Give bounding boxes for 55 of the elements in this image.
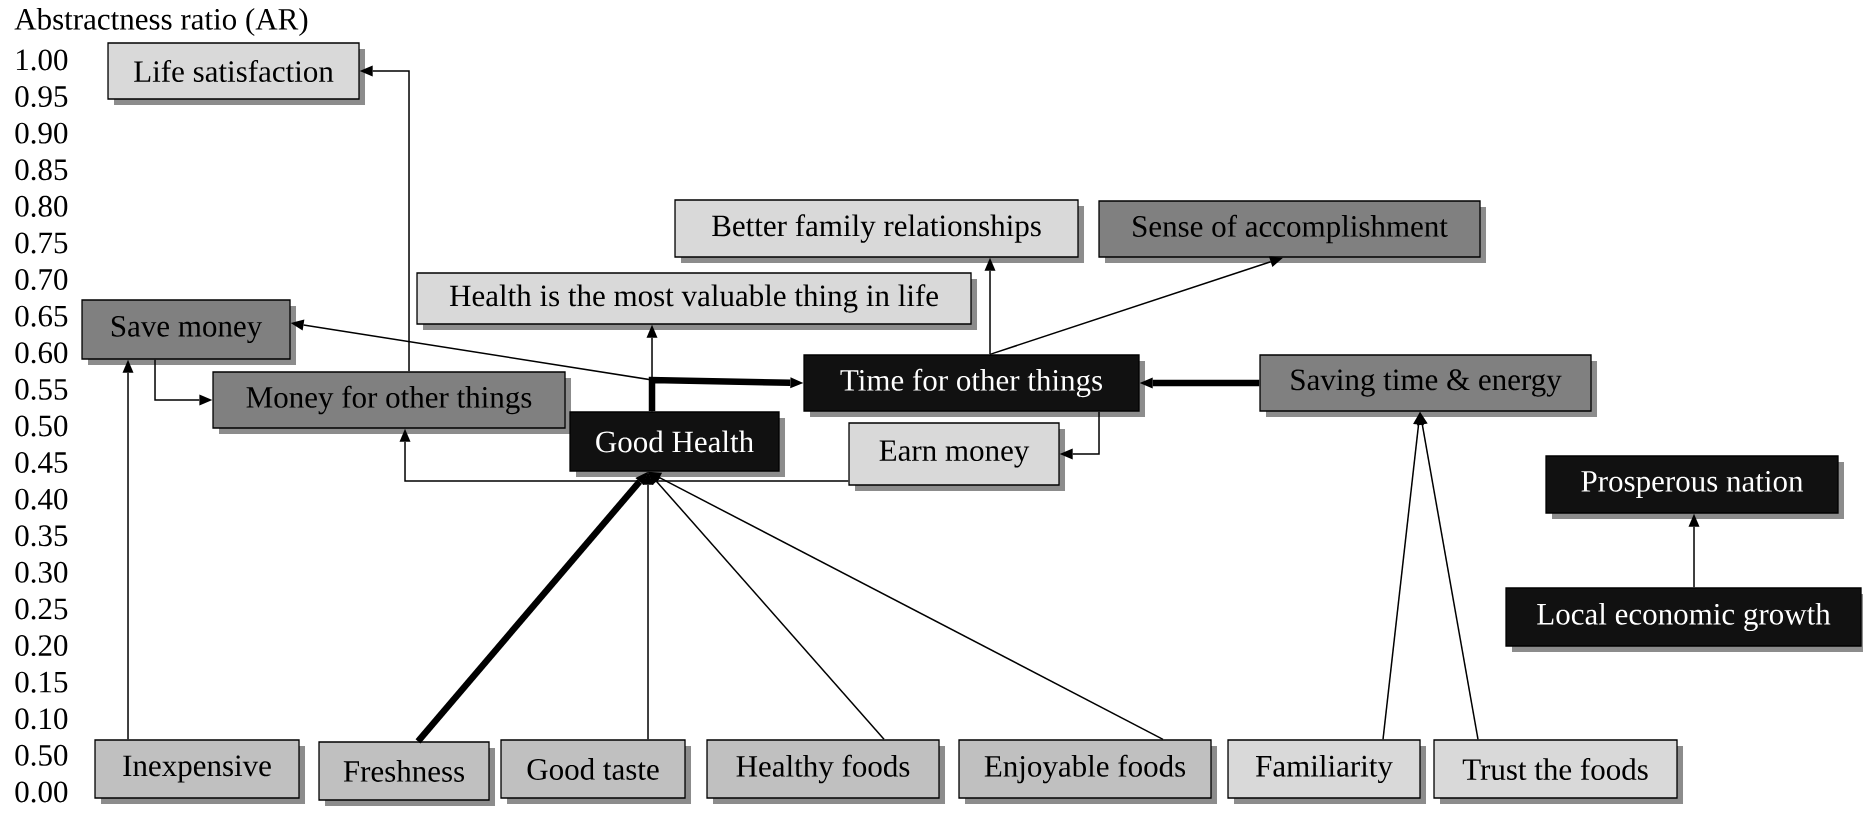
tick-label: 0.85 <box>15 159 68 181</box>
arrow <box>648 471 885 741</box>
tick-label: 0.15 <box>15 671 68 693</box>
concept-box: Familiarity <box>1227 739 1426 804</box>
concept-box: Better family relationships <box>674 199 1084 263</box>
concept-box: Life satisfaction <box>107 42 365 105</box>
arrow <box>122 359 134 741</box>
tick-label: 0.40 <box>15 488 68 510</box>
tick-label: 0.75 <box>15 232 68 254</box>
arrow <box>642 471 654 741</box>
arrow <box>648 376 804 412</box>
axis-title: Abstractness ratio (AR) <box>14 7 308 37</box>
tick-label: 0.70 <box>15 269 68 291</box>
arrow <box>359 65 410 373</box>
arrow <box>154 358 213 406</box>
arrow <box>1382 411 1424 741</box>
tick-label: 0.90 <box>15 122 68 144</box>
tick-label: 0.25 <box>15 598 68 620</box>
concept-box: Inexpensive <box>94 739 305 804</box>
arrow <box>415 471 648 744</box>
concept-box: Enjoyable foods <box>958 739 1217 804</box>
concept-box: Earn money <box>848 422 1065 491</box>
concept-box: Local economic growth <box>1505 587 1863 652</box>
tick-label: 0.20 <box>15 635 68 657</box>
tick-label: 1.00 <box>16 49 68 71</box>
arrow <box>1416 411 1479 741</box>
tick-label: 0.45 <box>15 452 68 474</box>
tick-label: 0.80 <box>15 195 68 217</box>
tick-label: 0.30 <box>15 561 68 583</box>
tick-label: 0.10 <box>15 708 68 730</box>
arrow <box>1688 513 1700 589</box>
arrow <box>984 257 996 356</box>
arrow <box>648 471 1164 741</box>
arrow <box>1059 410 1100 460</box>
concept-box: Good Health <box>569 411 785 477</box>
arrow <box>1139 377 1260 389</box>
tick-label: 0.95 <box>15 86 68 108</box>
arrow <box>989 256 1283 356</box>
tick-label: 0.55 <box>15 378 68 400</box>
concept-box: Save money <box>81 299 296 365</box>
tick-label: 0.00 <box>15 781 68 803</box>
concept-box: Freshness <box>318 741 495 806</box>
concept-box: Trust the foods <box>1433 739 1683 804</box>
tick-label: 0.50 <box>15 415 68 437</box>
concept-box: Health is the most valuable thing in life <box>416 272 977 330</box>
concept-box: Prosperous nation <box>1545 455 1844 519</box>
concept-box: Healthy foods <box>706 739 945 804</box>
arrow <box>399 428 850 482</box>
concept-box: Money for other things <box>212 371 571 434</box>
concept-box: Saving time & energy <box>1259 354 1597 417</box>
concept-box: Good taste <box>500 739 691 804</box>
concept-box: Time for other things <box>803 354 1145 417</box>
tick-label: 0.35 <box>15 525 68 547</box>
tick-label: 0.60 <box>15 342 68 364</box>
concept-box: Sense of accomplishment <box>1098 200 1486 263</box>
